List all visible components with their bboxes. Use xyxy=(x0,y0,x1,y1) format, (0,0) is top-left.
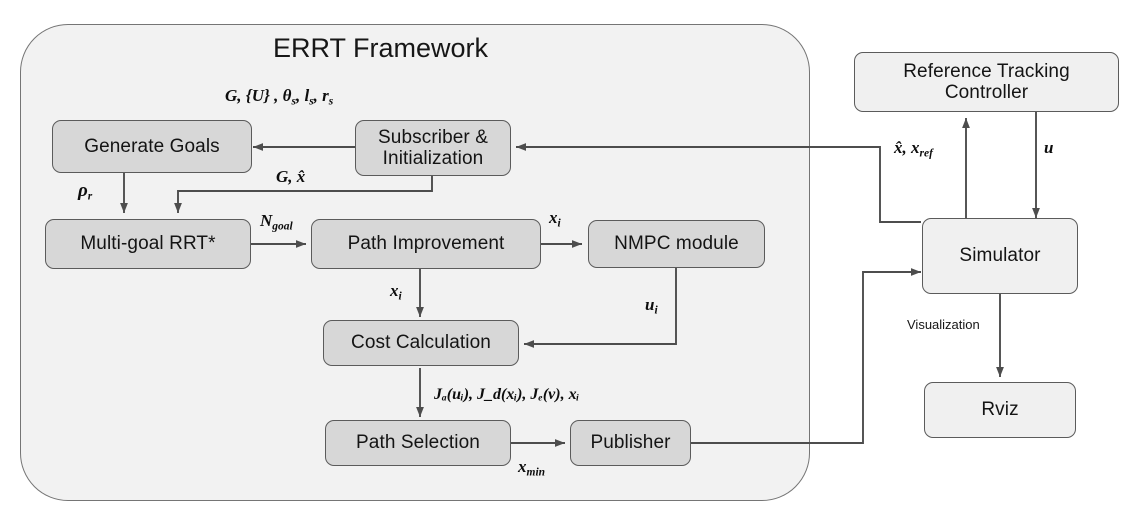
edge-label-x-i-down-sub: i xyxy=(398,290,402,303)
edge-label-n-goal-text: N xyxy=(260,211,273,230)
edge-label-inputs-mid: , l xyxy=(295,86,310,105)
edge-label-u-control: u xyxy=(1044,138,1053,158)
node-subscriber-initialization[interactable]: Subscriber & Initialization xyxy=(355,120,511,176)
edge-label-n-goal-sub: goal xyxy=(272,220,293,233)
node-simulator[interactable]: Simulator xyxy=(922,218,1078,294)
edge-label-u-i: ui xyxy=(645,295,658,317)
edge-label-inputs-sub2: s xyxy=(309,95,314,108)
edge-label-xhat-xref: x̂, xref xyxy=(894,138,933,160)
edge-label-inputs-sub1: s xyxy=(291,95,296,108)
page-title: ERRT Framework xyxy=(273,33,489,63)
edge-label-x-i-top: xi xyxy=(549,208,561,230)
edge-label-x-min: xmin xyxy=(518,457,545,479)
edge-label-g-xhat-text: G, x̂ xyxy=(276,167,306,186)
edge-label-inputs-mid2: , r xyxy=(313,86,329,105)
node-path-improvement[interactable]: Path Improvement xyxy=(311,219,541,269)
edge-label-u-i-sub: i xyxy=(654,304,658,317)
edge-label-inputs-text: G, {U} , θ xyxy=(225,86,292,105)
node-cost-calculation[interactable]: Cost Calculation xyxy=(323,320,519,366)
edge-label-cost-terms-text: Jₐ(uᵢ), J_d(xᵢ), Jₑ(v), xᵢ xyxy=(434,386,580,403)
edge-label-u-control-text: u xyxy=(1044,138,1054,157)
edge-label-xhat-xref-sub: ref xyxy=(919,147,933,160)
edge-label-visualization-text: Visualization xyxy=(907,317,980,332)
edge-label-inputs: G, {U} , θs, ls, rs xyxy=(225,86,333,108)
edge-nmpc-to-cost xyxy=(524,268,677,348)
edge-label-cost-terms: Jₐ(uᵢ), J_d(xᵢ), Jₑ(v), xᵢ xyxy=(434,386,579,404)
node-reference-tracking-controller[interactable]: Reference Tracking Controller xyxy=(854,52,1119,112)
edge-label-inputs-sub3: s xyxy=(328,95,334,108)
edge-subscriber-to-rrt xyxy=(174,176,433,213)
edge-label-x-i-down: xi xyxy=(390,281,402,303)
node-nmpc-module[interactable]: NMPC module xyxy=(588,220,765,268)
edge-label-u-i-text: u xyxy=(645,295,655,314)
edge-publisher-to-simulator xyxy=(690,268,921,444)
edge-label-rho-r-sub: r xyxy=(87,190,93,203)
edge-label-x-i-top-text: x xyxy=(549,208,558,227)
edge-label-rho-r-text: ρ xyxy=(78,180,88,201)
node-multi-goal-rrt[interactable]: Multi-goal RRT* xyxy=(45,219,251,269)
node-publisher[interactable]: Publisher xyxy=(570,420,691,466)
node-path-selection[interactable]: Path Selection xyxy=(325,420,511,466)
edge-label-xhat-xref-text: x̂, x xyxy=(894,138,920,157)
node-rviz[interactable]: Rviz xyxy=(924,382,1076,438)
edge-label-x-min-text: x xyxy=(518,457,527,476)
edge-label-x-i-top-sub: i xyxy=(557,217,561,230)
edge-label-x-i-down-text: x xyxy=(390,281,399,300)
edge-label-visualization: Visualization xyxy=(907,317,980,332)
edge-label-n-goal: Ngoal xyxy=(260,211,293,233)
edge-label-x-min-sub: min xyxy=(526,466,546,479)
edge-label-g-xhat: G, x̂ xyxy=(276,167,305,187)
edge-simulator-to-subscriber xyxy=(516,143,921,223)
node-generate-goals[interactable]: Generate Goals xyxy=(52,120,252,173)
edge-label-rho-r: ρr xyxy=(78,180,92,203)
